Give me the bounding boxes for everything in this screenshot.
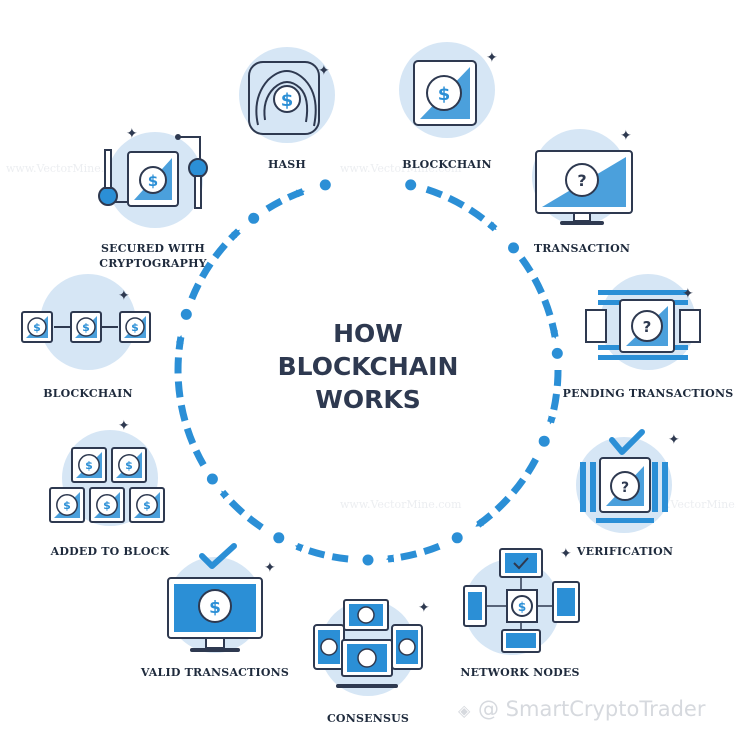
verified-block-icon: ? (580, 429, 668, 523)
svg-text:✦: ✦ (126, 126, 138, 142)
svg-text:✦: ✦ (486, 50, 498, 66)
svg-text:$: $ (103, 499, 111, 512)
step-secured-with-cryptography: $ ✦ SECURED WITH CRYPTOGRAPHY (98, 126, 208, 270)
cycle-dot (538, 435, 550, 447)
step-label: HASH (268, 158, 306, 171)
step-valid-transactions: $ ✦ VALID TRANSACTIONS (140, 543, 289, 679)
svg-text:$: $ (63, 499, 71, 512)
svg-text:✦: ✦ (560, 546, 572, 562)
svg-text:✦: ✦ (118, 288, 130, 304)
step-pending-transactions: ? ✦ PENDING TRANSACTIONS (563, 274, 734, 400)
step-added-to-block: $ $ $ $ $ ✦ ADDED TO BLOCK (49, 418, 170, 558)
step-consensus: ✦ CONSENSUS (313, 599, 430, 725)
svg-text:✦: ✦ (264, 560, 276, 576)
svg-text:✦: ✦ (418, 600, 430, 616)
cycle-arrow (474, 457, 539, 529)
step-label: PENDING TRANSACTIONS (563, 387, 734, 400)
svg-text:◈: ◈ (458, 701, 471, 720)
svg-text:$: $ (148, 172, 158, 190)
fingerprint-coin-icon: $ (248, 61, 320, 135)
faint-watermark-2: www.VectorMine.com (340, 162, 462, 175)
svg-text:✦: ✦ (620, 128, 632, 144)
cycle-arrow (385, 542, 441, 563)
step-label-line-2: CRYPTOGRAPHY (99, 257, 206, 270)
svg-text:$: $ (33, 321, 41, 334)
cycle-arrow (188, 228, 241, 301)
step-label: BLOCKCHAIN (402, 158, 492, 171)
network-devices-icon: $ (463, 548, 580, 653)
cycle-arrow (547, 369, 562, 425)
monitor-check-coin-icon: $ (167, 543, 263, 652)
cycle-arrow (265, 188, 305, 212)
svg-text:$: $ (143, 499, 151, 512)
cycle-dot (248, 212, 260, 224)
svg-text:✦: ✦ (668, 432, 680, 448)
connected-devices-icon (313, 599, 423, 688)
cycle-dot (180, 308, 192, 320)
cycle-dot (405, 179, 417, 191)
svg-text:?: ? (577, 171, 586, 190)
title-line-3: WORKS (315, 385, 420, 414)
step-label: VERIFICATION (576, 545, 673, 558)
coin-block-icon: $ (413, 60, 477, 126)
cycle-arrow (425, 185, 498, 232)
step-transaction: ? ✦ TRANSACTION (532, 128, 633, 255)
pending-blocks-icon: ? (585, 290, 701, 360)
cycle-dot (508, 242, 519, 254)
step-label: CONSENSUS (327, 712, 409, 725)
title-line-2: BLOCKCHAIN (278, 352, 459, 381)
cycle-arrow (219, 489, 264, 531)
svg-text:✦: ✦ (682, 286, 694, 302)
svg-text:?: ? (643, 318, 652, 336)
cycle-ring (174, 179, 563, 566)
step-label: VALID TRANSACTIONS (140, 666, 289, 679)
stacked-blocks-icon: $ $ $ $ $ (49, 447, 165, 523)
step-verification: ? ✦ VERIFICATION (576, 429, 680, 558)
watermark: ◈ @ SmartCryptoTrader (458, 697, 706, 721)
cycle-dot (273, 532, 285, 544)
cycle-dot (551, 347, 563, 359)
svg-text:$: $ (85, 459, 93, 472)
svg-text:?: ? (621, 480, 629, 496)
faint-watermark-1: www.VectorMine.com (6, 162, 128, 175)
step-hash: $ ✦ HASH (239, 47, 335, 171)
step-blockchain-top: $ ✦ BLOCKCHAIN (399, 42, 498, 171)
svg-text:✦: ✦ (118, 418, 130, 434)
faint-watermark-3: www.VectorMine.com (340, 498, 462, 511)
cycle-dot (319, 179, 331, 191)
title-line-1: HOW (333, 319, 403, 348)
svg-text:$: $ (82, 321, 90, 334)
step-network-nodes: $ ✦ NETWORK NODES (460, 546, 580, 679)
step-label: TRANSACTION (534, 242, 630, 255)
svg-text:$: $ (131, 321, 139, 334)
step-label: BLOCKCHAIN (43, 387, 133, 400)
cycle-dot (451, 532, 463, 544)
cycle-dot (206, 473, 218, 485)
cycle-dot (362, 554, 374, 566)
cycle-arrow (174, 335, 207, 467)
step-label: NETWORK NODES (460, 666, 579, 679)
svg-text:✦: ✦ (318, 63, 330, 79)
svg-text:$: $ (281, 90, 294, 111)
step-blockchain-left: $ $ $ ✦ BLOCKCHAIN (21, 274, 151, 400)
cycle-arrow (294, 542, 349, 563)
keys-block-icon: $ (98, 134, 208, 209)
page-title: HOW BLOCKCHAIN WORKS (278, 319, 459, 414)
monitor-question-icon: ? (535, 150, 633, 225)
cycle-arrow (518, 256, 559, 339)
watermark-text: @ SmartCryptoTrader (478, 697, 706, 721)
step-label: ADDED TO BLOCK (50, 545, 170, 558)
svg-text:$: $ (125, 459, 133, 472)
svg-text:$: $ (438, 84, 451, 105)
svg-text:$: $ (209, 598, 221, 618)
svg-text:$: $ (518, 600, 526, 614)
step-label-line-1: SECURED WITH (101, 242, 205, 255)
chained-blocks-icon: $ $ $ (21, 311, 151, 343)
